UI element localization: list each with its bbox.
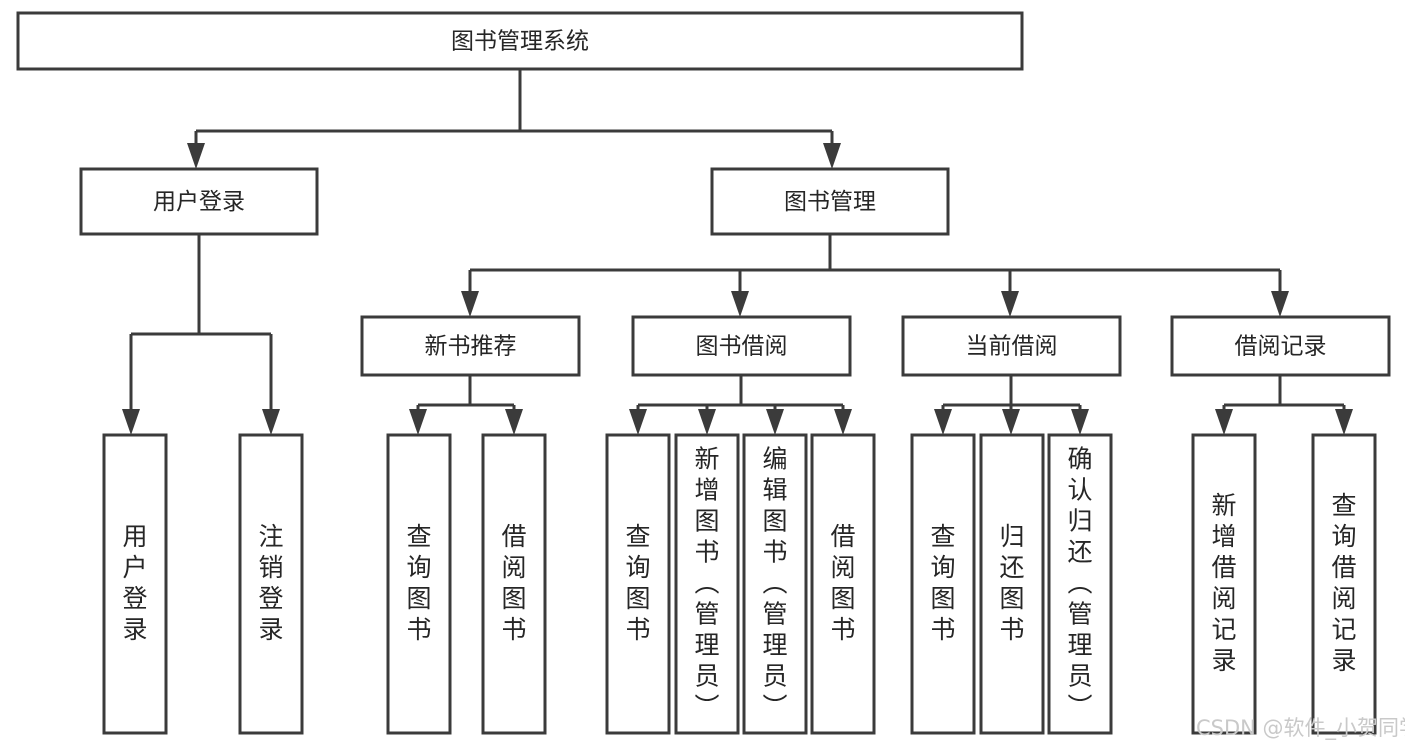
arrow-borrow-record-icon	[1271, 291, 1289, 317]
arrow-leaf-edit-book-icon	[766, 409, 784, 435]
arrow-current-borrow-icon	[1001, 291, 1019, 317]
node-leaf-borrow-book-2[interactable]: 借阅图书	[810, 433, 876, 735]
node-box-leaf-return-book	[979, 433, 1045, 735]
arrow-leaf-user-login-icon	[122, 409, 140, 435]
node-leaf-query-book-1[interactable]: 查询图书	[386, 433, 452, 735]
node-box-leaf-query-book-3	[910, 433, 976, 735]
node-label-leaf-logout: 注销登录	[258, 522, 283, 644]
edge-bookborrow-down	[636, 375, 845, 423]
node-new-book-recommend[interactable]: 新书推荐	[360, 315, 581, 377]
node-box-leaf-query-book-2	[605, 433, 671, 735]
node-label-leaf-query-book-2: 查询图书	[625, 522, 650, 644]
node-box-root	[16, 11, 1024, 71]
node-book-management[interactable]: 图书管理	[710, 167, 950, 236]
node-label-leaf-add-record: 新增借阅记录	[1211, 491, 1236, 675]
edge-newbook-down	[416, 375, 516, 423]
edge-bookmgmt-down	[468, 234, 1282, 305]
node-leaf-user-login[interactable]: 用户登录	[102, 433, 168, 735]
node-label-new-book-recommend: 新书推荐	[425, 334, 517, 360]
arrow-new-book-recommend-icon	[461, 291, 479, 317]
node-label-borrow-record: 借阅记录	[1235, 334, 1327, 360]
node-box-current-borrow	[901, 315, 1122, 377]
node-leaf-query-record[interactable]: 查询借阅记录	[1311, 433, 1377, 735]
node-box-leaf-logout	[238, 433, 304, 735]
node-label-root: 图书管理系统	[451, 29, 589, 55]
node-label-current-borrow: 当前借阅	[966, 334, 1058, 360]
node-leaf-logout[interactable]: 注销登录	[238, 433, 304, 735]
node-leaf-borrow-book-1[interactable]: 借阅图书	[481, 433, 547, 735]
node-box-book-management	[710, 167, 950, 236]
node-label-book-borrow: 图书借阅	[696, 334, 788, 360]
edge-borrowrecord-down	[1222, 375, 1346, 423]
node-leaf-add-record[interactable]: 新增借阅记录	[1191, 433, 1257, 735]
edge-root-bus	[194, 69, 834, 158]
node-label-book-management: 图书管理	[784, 189, 876, 215]
node-box-leaf-borrow-book-1	[481, 433, 547, 735]
node-box-leaf-add-record	[1191, 433, 1257, 735]
arrow-leaf-return-book-icon	[1002, 409, 1020, 435]
node-leaf-query-book-3[interactable]: 查询图书	[910, 433, 976, 735]
node-box-user-login	[79, 167, 319, 236]
arrow-book-borrow-icon	[731, 291, 749, 317]
arrow-book-management-icon	[823, 143, 841, 169]
node-box-leaf-add-book	[674, 433, 740, 735]
arrow-leaf-add-book-icon	[698, 409, 716, 435]
node-box-leaf-query-record	[1311, 433, 1377, 735]
node-label-leaf-query-book-1: 查询图书	[406, 522, 431, 644]
node-box-new-book-recommend	[360, 315, 581, 377]
arrow-leaf-borrow-book-1-icon	[505, 409, 523, 435]
node-label-leaf-borrow-book-1: 借阅图书	[501, 522, 526, 644]
arrow-leaf-add-record-icon	[1215, 409, 1233, 435]
arrow-leaf-logout-icon	[262, 409, 280, 435]
arrow-user-login-icon	[187, 143, 205, 169]
node-leaf-return-book[interactable]: 归还图书	[979, 433, 1045, 735]
node-box-leaf-edit-book	[742, 433, 808, 735]
node-label-leaf-borrow-book-2: 借阅图书	[830, 522, 855, 644]
node-leaf-add-book[interactable]: 新增图书︵管理员︶	[674, 433, 740, 735]
node-current-borrow[interactable]: 当前借阅	[901, 315, 1122, 377]
arrow-leaf-confirm-return-icon	[1071, 409, 1089, 435]
node-box-leaf-confirm-return	[1047, 433, 1113, 735]
node-root[interactable]: 图书管理系统	[16, 11, 1024, 71]
node-leaf-edit-book[interactable]: 编辑图书︵管理员︶	[742, 433, 808, 735]
node-book-borrow[interactable]: 图书借阅	[631, 315, 852, 377]
node-label-leaf-edit-book: 编辑图书︵管理员︶	[762, 445, 787, 722]
node-label-leaf-user-login: 用户登录	[122, 522, 147, 644]
node-box-leaf-borrow-book-2	[810, 433, 876, 735]
arrow-leaf-query-record-icon	[1335, 409, 1353, 435]
arrow-leaf-borrow-book-2-icon	[834, 409, 852, 435]
node-leaf-confirm-return[interactable]: 确认归还︵管理员︶	[1047, 433, 1113, 735]
node-label-user-login: 用户登录	[153, 189, 245, 215]
node-leaf-query-book-2[interactable]: 查询图书	[605, 433, 671, 735]
arrow-leaf-query-book-1-icon	[409, 409, 427, 435]
node-label-leaf-confirm-return: 确认归还︵管理员︶	[1067, 445, 1092, 722]
node-label-leaf-query-record: 查询借阅记录	[1331, 491, 1356, 675]
node-box-book-borrow	[631, 315, 852, 377]
arrow-heads-layer	[122, 143, 1353, 435]
node-label-leaf-query-book-3: 查询图书	[930, 522, 955, 644]
arrow-leaf-query-book-2-icon	[629, 409, 647, 435]
edges-layer	[129, 69, 1346, 423]
node-box-borrow-record	[1170, 315, 1391, 377]
arrow-leaf-query-book-3-icon	[934, 409, 952, 435]
node-box-leaf-query-book-1	[386, 433, 452, 735]
csdn-watermark: CSDN @软件_小贺同学	[1196, 716, 1405, 741]
edge-user-login-down	[129, 234, 273, 423]
node-label-leaf-return-book: 归还图书	[999, 522, 1024, 644]
nodes-layer: 图书管理系统用户登录用户登录注销登录图书管理新书推荐查询图书借阅图书图书借阅查询…	[16, 11, 1391, 735]
node-box-leaf-user-login	[102, 433, 168, 735]
node-label-leaf-add-book: 新增图书︵管理员︶	[694, 445, 719, 722]
node-borrow-record[interactable]: 借阅记录	[1170, 315, 1391, 377]
node-user-login[interactable]: 用户登录	[79, 167, 319, 236]
